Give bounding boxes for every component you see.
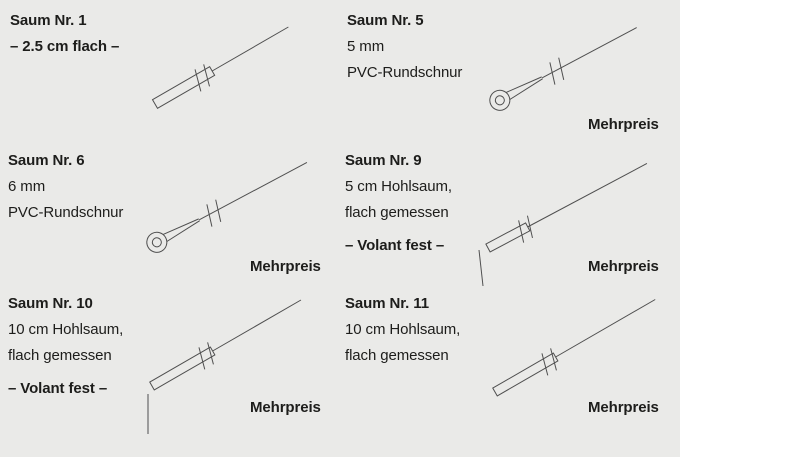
seam-option-saum-11: Saum Nr. 11 10 cm Hohlsaum, flach gemess… xyxy=(345,291,460,369)
seam-title: Saum Nr. 5 xyxy=(347,12,424,29)
hollow-seam-with-volant-drawing xyxy=(478,163,648,287)
seam-description-line: 10 cm Hohlsaum, xyxy=(8,321,124,338)
background-panel xyxy=(0,0,680,457)
seam-description-line: PVC-Rundschnur xyxy=(347,64,463,81)
mehrpreis-label: Mehrpreis xyxy=(250,258,321,275)
seam-option-saum-9: Saum Nr. 9 5 cm Hohlsaum, flach gemessen… xyxy=(345,148,452,259)
mehrpreis-label: Mehrpreis xyxy=(588,258,659,275)
mehrpreis-label: Mehrpreis xyxy=(588,399,659,416)
hollow-seam-with-volant-drawing xyxy=(147,299,302,434)
seam-title: Saum Nr. 10 xyxy=(8,295,93,312)
volant-note: – Volant fest – xyxy=(345,237,445,254)
seam-description-line: 6 mm xyxy=(8,178,46,195)
seam-bold-note: – 2.5 cm flach – xyxy=(10,38,120,55)
seam-option-saum-10: Saum Nr. 10 10 cm Hohlsaum, flach gemess… xyxy=(8,291,123,402)
pvc-cord-seam-drawing xyxy=(146,162,308,253)
seam-description-line: 10 cm Hohlsaum, xyxy=(345,321,461,338)
pvc-cord-seam-drawing xyxy=(489,27,637,111)
seam-description-line: flach gemessen xyxy=(345,347,449,364)
seam-description-line: 5 mm xyxy=(347,38,385,55)
seam-title: Saum Nr. 6 xyxy=(8,152,85,169)
seam-description-line: PVC-Rundschnur xyxy=(8,204,124,221)
flat-hem-seam-drawing xyxy=(151,26,289,110)
seam-option-saum-5: Saum Nr. 5 5 mm PVC-Rundschnur xyxy=(347,8,462,86)
seam-option-saum-6: Saum Nr. 6 6 mm PVC-Rundschnur xyxy=(8,148,123,226)
seam-option-saum-1: Saum Nr. 1 – 2.5 cm flach – xyxy=(10,8,119,60)
seam-description-line: 5 cm Hohlsaum, xyxy=(345,178,452,195)
seam-description-line: flach gemessen xyxy=(8,347,112,364)
seam-title: Saum Nr. 1 xyxy=(10,12,87,29)
mehrpreis-label: Mehrpreis xyxy=(250,399,321,416)
volant-note: – Volant fest – xyxy=(8,380,108,397)
mehrpreis-label: Mehrpreis xyxy=(588,116,659,133)
hollow-seam-drawing xyxy=(492,299,656,397)
seam-title: Saum Nr. 9 xyxy=(345,152,422,169)
seam-title: Saum Nr. 11 xyxy=(345,295,429,312)
seam-description-line: flach gemessen xyxy=(345,204,449,221)
